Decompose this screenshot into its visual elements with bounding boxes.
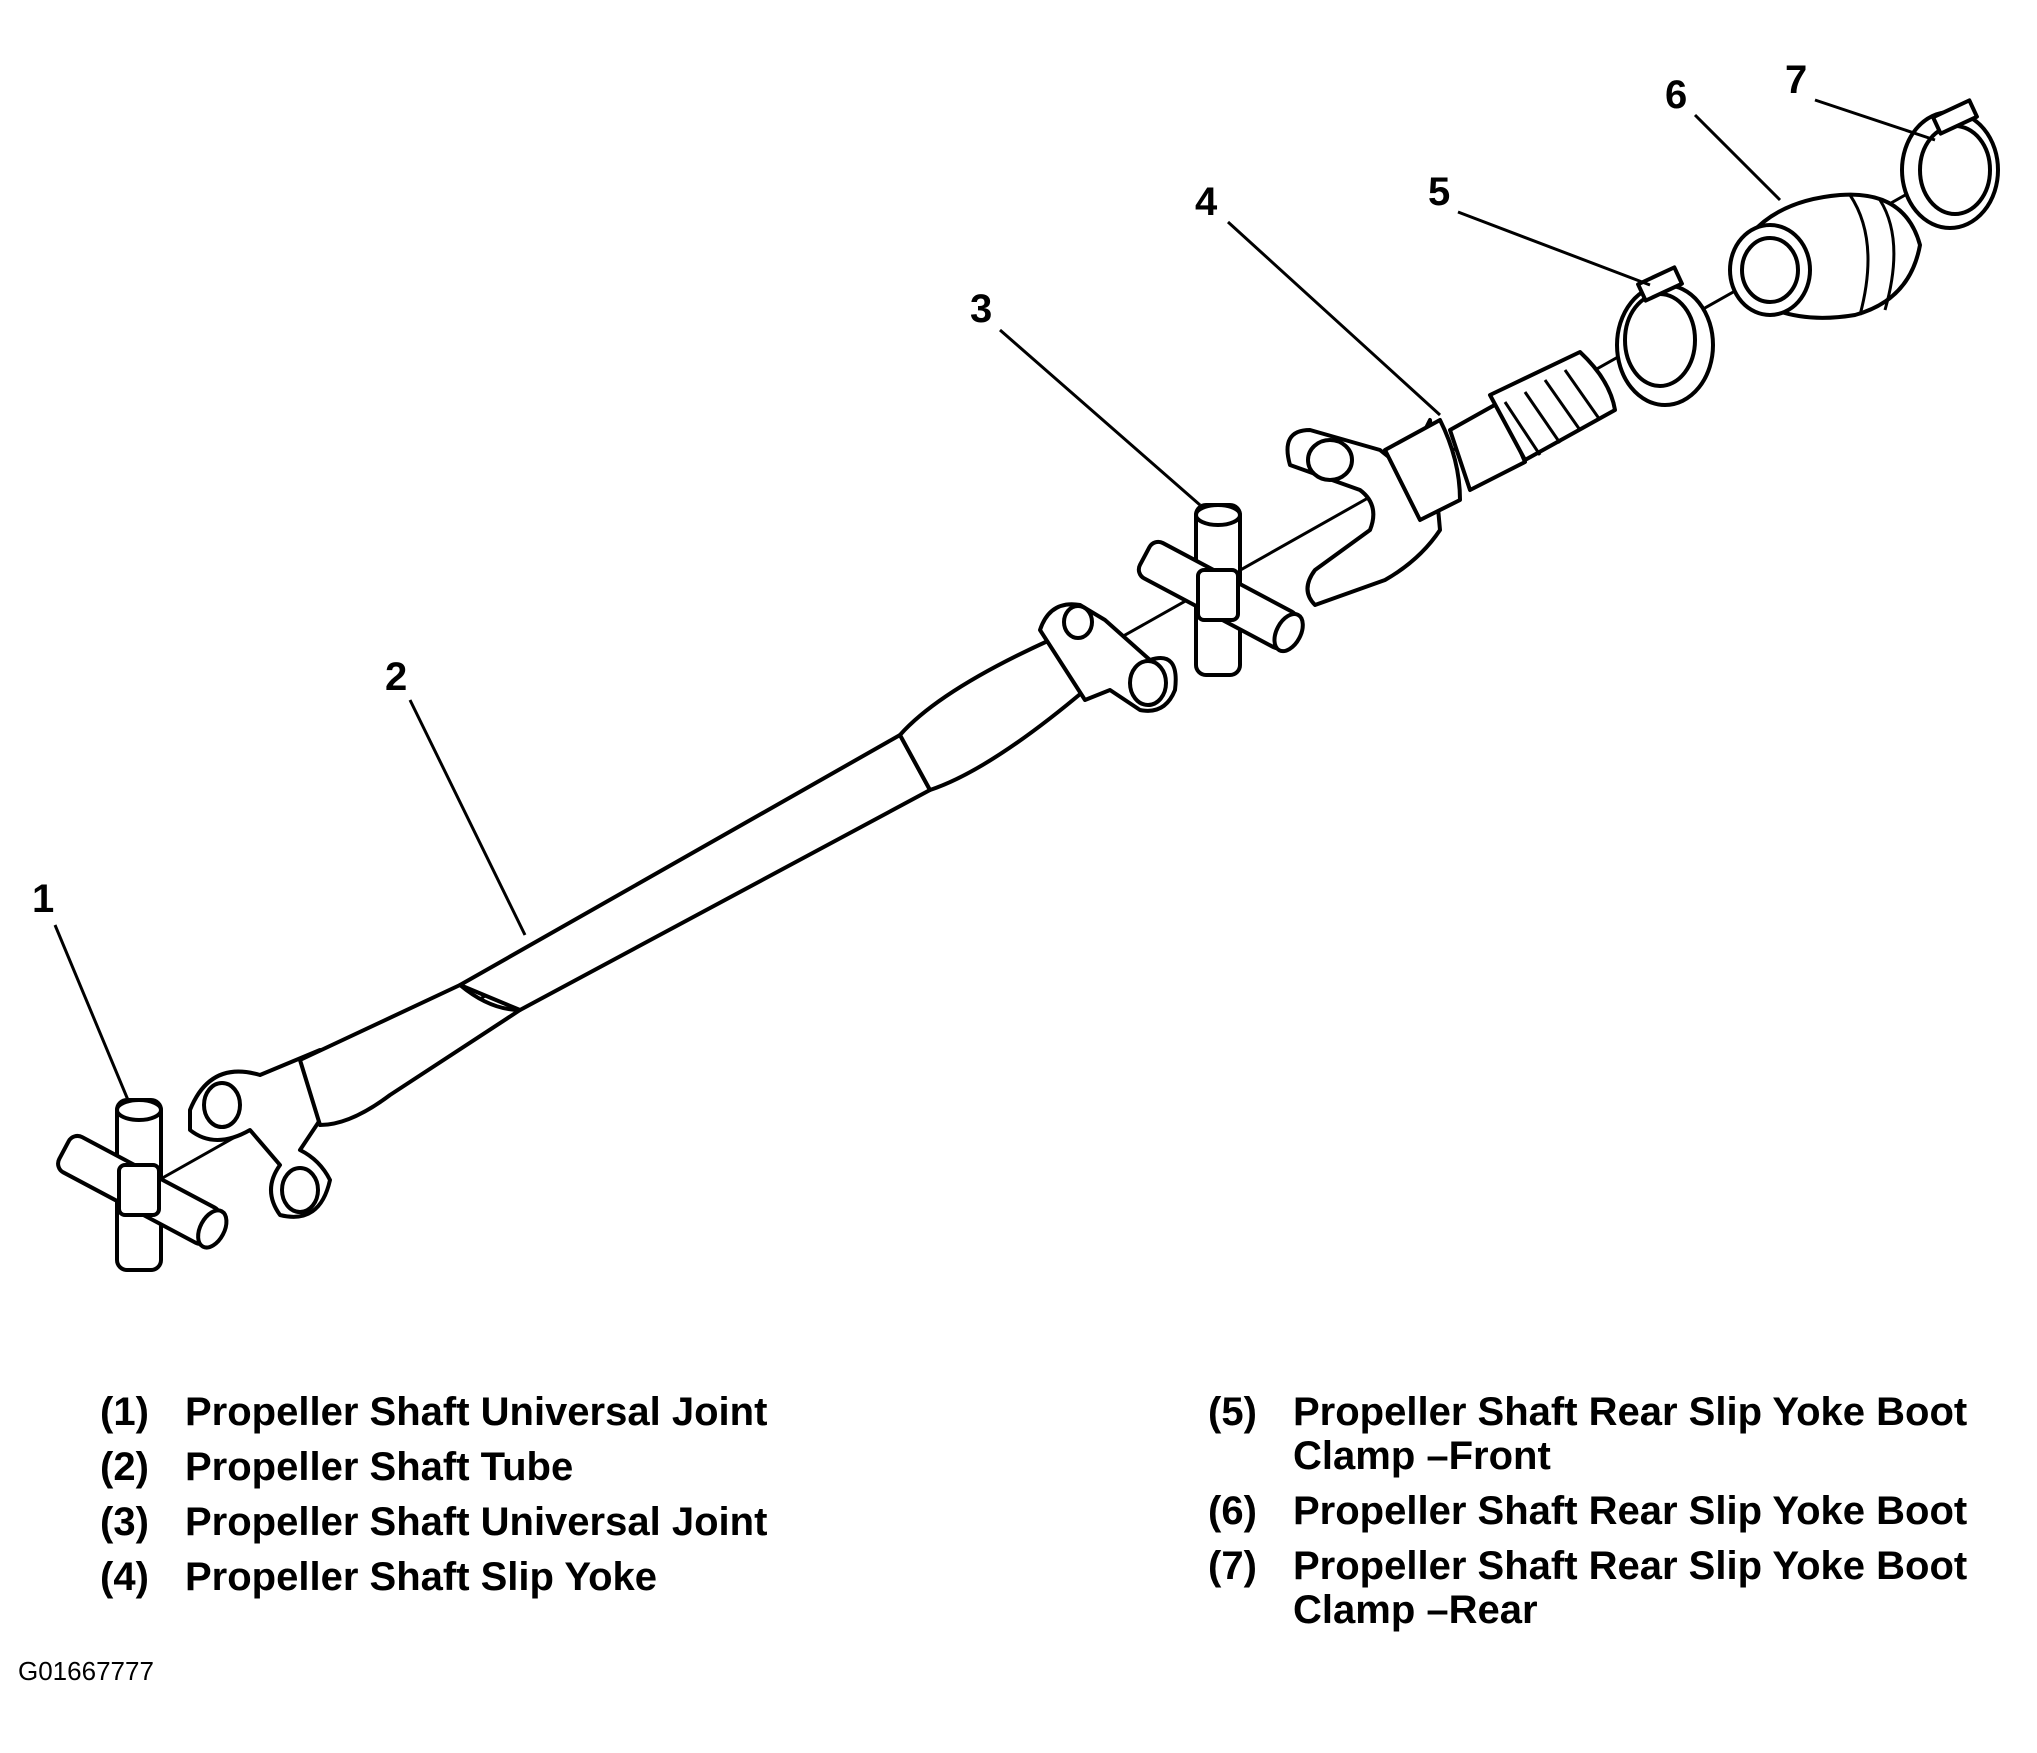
legend-item-6: (6) Propeller Shaft Rear Slip Yoke Boot bbox=[1208, 1489, 2008, 1533]
legend-number: (1) bbox=[100, 1390, 149, 1434]
legend-item-2: (2) Propeller Shaft Tube bbox=[100, 1445, 980, 1489]
leader-line-4 bbox=[1226, 220, 1442, 417]
legend-item-1: (1) Propeller Shaft Universal Joint bbox=[100, 1390, 980, 1434]
callout-2: 2 bbox=[385, 655, 407, 699]
slip-yoke bbox=[1285, 350, 1617, 607]
leader-line-3 bbox=[999, 328, 1201, 507]
legend-item-5: (5) Propeller Shaft Rear Slip Yoke Boot … bbox=[1208, 1390, 2008, 1478]
callout-3: 3 bbox=[970, 287, 992, 331]
universal-joint-front bbox=[56, 1098, 229, 1272]
legend-text: Propeller Shaft Rear Slip Yoke Boot Clam… bbox=[1293, 1390, 1968, 1478]
legend-text: Propeller Shaft Tube bbox=[185, 1445, 574, 1489]
leader-line-7 bbox=[1814, 98, 1936, 142]
legend-text: Propeller Shaft Rear Slip Yoke Boot bbox=[1293, 1489, 1968, 1533]
legend-text: Propeller Shaft Rear Slip Yoke Boot Clam… bbox=[1293, 1544, 1968, 1632]
legend-left: (1) Propeller Shaft Universal Joint (2) … bbox=[100, 1390, 980, 1610]
legend-item-7: (7) Propeller Shaft Rear Slip Yoke Boot … bbox=[1208, 1544, 2008, 1632]
legend-number: (5) bbox=[1208, 1390, 1257, 1434]
legend-item-3: (3) Propeller Shaft Universal Joint bbox=[100, 1500, 980, 1544]
legend-item-4: (4) Propeller Shaft Slip Yoke bbox=[100, 1555, 980, 1599]
legend-text: Propeller Shaft Universal Joint bbox=[185, 1390, 768, 1434]
leader-line-5 bbox=[1457, 210, 1651, 287]
boot-clamp-rear bbox=[1900, 98, 2000, 230]
leader-line-6 bbox=[1693, 113, 1782, 202]
legend-number: (7) bbox=[1208, 1544, 1257, 1588]
callout-4: 4 bbox=[1195, 180, 1218, 224]
universal-joint-rear bbox=[1136, 503, 1305, 677]
propeller-shaft-tube bbox=[188, 602, 1178, 1219]
legend-right: (5) Propeller Shaft Rear Slip Yoke Boot … bbox=[1208, 1390, 2008, 1643]
legend-number: (3) bbox=[100, 1500, 149, 1544]
boot-clamp-front bbox=[1615, 265, 1715, 407]
legend-text: Propeller Shaft Universal Joint bbox=[185, 1500, 768, 1544]
legend-number: (4) bbox=[100, 1555, 149, 1599]
callout-1: 1 bbox=[32, 877, 54, 921]
slip-yoke-boot bbox=[1728, 192, 1922, 320]
legend-number: (2) bbox=[100, 1445, 149, 1489]
callout-6: 6 bbox=[1665, 73, 1687, 117]
leader-line-1 bbox=[53, 924, 130, 1101]
leader-line-2 bbox=[408, 699, 527, 936]
figure-id: G01667777 bbox=[18, 1656, 154, 1686]
legend-text: Propeller Shaft Slip Yoke bbox=[185, 1555, 657, 1599]
callout-7: 7 bbox=[1785, 58, 1807, 102]
legend-number: (6) bbox=[1208, 1489, 1257, 1533]
exploded-view-diagram: 1 2 3 4 5 6 7 bbox=[32, 58, 2000, 1272]
callout-5: 5 bbox=[1428, 170, 1450, 214]
